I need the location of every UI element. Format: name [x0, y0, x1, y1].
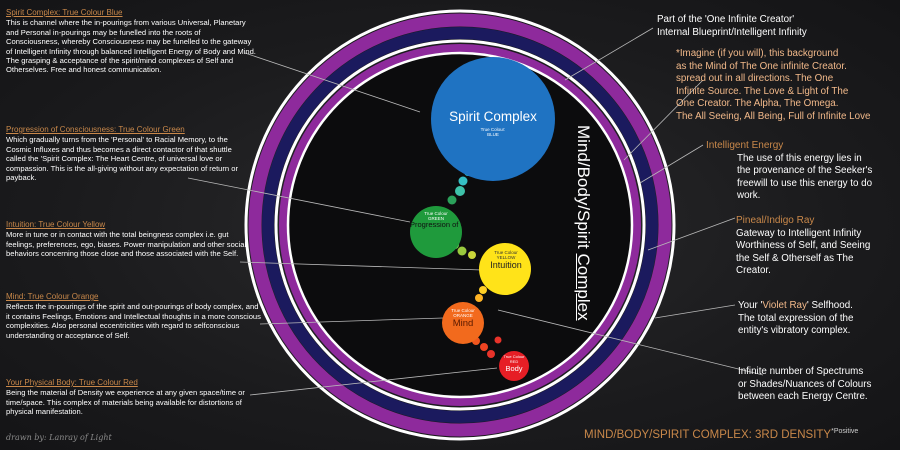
left-block-green-body: Which gradually turns from the 'Personal…	[6, 135, 239, 183]
pineal-line-1: Gateway to Intelligent Infinity	[736, 227, 862, 239]
green-node-label: Progression of Conscious...	[410, 221, 462, 229]
left-block-spirit-heading: Spirit Complex: True Colour Blue	[6, 8, 123, 17]
energy-line-2: the provenance of the Seeker's	[737, 165, 873, 176]
energy-line-3: freewill to use this energy to do	[737, 177, 873, 189]
spirit-node-text: Spirit Complex True Colour: BLUE	[438, 109, 548, 137]
pineal-heading: Pineal/Indigo Ray	[736, 215, 815, 226]
violet-post: ' Selfhood.	[806, 300, 853, 311]
orange-node-text: True Colour ORANGE Mind	[442, 308, 484, 329]
energy-line-1: The use of this energy lies in	[737, 152, 862, 164]
spectrum-line-1: Infinite number of Spectrums	[738, 366, 864, 377]
red-node-text: True Colour RED Body	[499, 354, 529, 373]
left-block-mind-body: Reflects the in-pourings of the spirit a…	[6, 302, 261, 340]
orange-node-sub1: True Colour	[451, 308, 475, 313]
violet-pre: Your '	[738, 300, 763, 311]
violet-line-1: Your 'Violet Ray' Selfhood.	[738, 300, 898, 313]
credit-text: drawn by: Lanray of Light	[6, 433, 112, 442]
creator-note: Part of the 'One Infinite Creator' Inter…	[657, 14, 897, 39]
imagine-line-2: as the Mind of The One infinite Creator.	[676, 60, 847, 72]
spectrum-line-2: or Shades/Nuances of Colours	[738, 378, 872, 390]
left-block-green: Progression of Consciousness: True Colou…	[6, 125, 238, 182]
left-block-body: Your Physical Body: True Colour Red Bein…	[6, 378, 258, 417]
footer-main: MIND/BODY/SPIRIT COMPLEX: 3RD DENSITY	[584, 428, 832, 441]
green-node-sub1: True Colour	[424, 211, 448, 216]
violet-word: Violet Ray	[762, 300, 807, 311]
red-node-label: Body	[505, 364, 523, 373]
left-block-mind-heading: Mind: True Colour Orange	[6, 292, 99, 301]
yellow-node	[479, 243, 531, 295]
spectrum-line-3: between each Energy Centre.	[738, 391, 868, 402]
pineal-line-2: Worthiness of Self, and Seeing	[736, 240, 871, 251]
left-block-body-heading: Your Physical Body: True Colour Red	[6, 378, 138, 387]
creator-line-2: Internal Blueprint/Intelligent Infinity	[657, 26, 807, 38]
left-block-intuition-body: More in tune or in contact with the tota…	[6, 230, 247, 259]
vertical-title-main: Mind/Body/Spirit	[574, 125, 593, 254]
spirit-node-title: Spirit Complex	[449, 109, 537, 124]
yellow-node-sub2: YELLOW	[496, 255, 516, 260]
imagine-line-6: The All Seeing, All Being, Full of Infin…	[676, 110, 871, 122]
left-block-spirit-body: This is channel where the in-pourings fr…	[6, 18, 256, 75]
yellow-node-text: True Colour YELLOW Intuition	[480, 250, 532, 270]
red-node	[499, 351, 529, 381]
violet-line-3: entity's vibratory complex.	[738, 325, 851, 336]
left-block-body-body: Being the material of Density we experie…	[6, 388, 245, 417]
left-block-intuition: Intuition: True Colour Yellow More in tu…	[6, 220, 254, 259]
imagine-line-1: *Imagine (if you will), this background	[676, 48, 839, 59]
imagine-note: *Imagine (if you will), this background …	[676, 48, 900, 124]
spectrum-note: Infinite number of Spectrums or Shades/N…	[738, 366, 898, 404]
spirit-node-sub1: True Colour:	[480, 127, 506, 132]
energy-heading: Intelligent Energy	[706, 140, 784, 151]
yellow-node-sub1: True Colour	[494, 250, 518, 255]
energy-note: Intelligent Energy The use of this energ…	[706, 140, 896, 203]
orange-node	[442, 302, 484, 344]
creator-line-1: Part of the 'One Infinite Creator'	[657, 14, 795, 25]
green-node-sub2: GREEN	[427, 216, 444, 221]
left-block-mind: Mind: True Colour Orange Reflects the in…	[6, 292, 262, 340]
pineal-line-4: Creator.	[736, 265, 771, 276]
spirit-node	[431, 57, 555, 181]
connector-lines	[187, 27, 764, 396]
left-block-spirit: Spirit Complex: True Colour Blue This is…	[6, 8, 256, 75]
imagine-line-4: Infinite Source. The Love & Light of The	[676, 85, 849, 97]
energy-line-4: work.	[737, 190, 761, 201]
red-node-sub1: True Colour	[503, 354, 525, 359]
orange-node-sub2: ORANGE	[453, 313, 473, 318]
yellow-node-label: Intuition	[490, 260, 522, 270]
green-node-text: True Colour GREEN Progression of Conscio…	[410, 211, 462, 229]
imagine-line-3: spread out in all directions. The One	[676, 73, 834, 85]
navy-ring	[262, 27, 658, 423]
violet-line-2: The total expression of the	[738, 312, 854, 324]
footer-title: MIND/BODY/SPIRIT COMPLEX: 3RD DENSITY*Po…	[584, 428, 858, 441]
spirit-node-sub2: BLUE	[487, 132, 499, 137]
green-node	[410, 206, 462, 258]
imagine-line-5: One Creator. The Alpha, The Omega.	[676, 98, 839, 110]
outer-white-ring	[244, 9, 676, 441]
left-block-green-heading: Progression of Consciousness: True Colou…	[6, 125, 185, 134]
purple-ring-inner	[279, 44, 641, 406]
purple-ring-outer	[248, 13, 672, 437]
left-block-intuition-heading: Intuition: True Colour Yellow	[6, 220, 106, 229]
red-node-sub2: RED	[509, 359, 519, 364]
vertical-title-underlined: Complex	[574, 253, 593, 321]
pineal-line-3: the Self & Otherself as The	[736, 252, 854, 264]
violet-note: Your 'Violet Ray' Selfhood. The total ex…	[738, 300, 898, 338]
pineal-note: Pineal/Indigo Ray Gateway to Intelligent…	[736, 215, 898, 278]
vertical-title: Mind/Body/Spirit Complex	[573, 125, 593, 345]
orange-node-label: Mind	[452, 318, 474, 329]
footer-sup: *Positive	[831, 428, 859, 435]
white-ring-middle	[274, 39, 646, 411]
